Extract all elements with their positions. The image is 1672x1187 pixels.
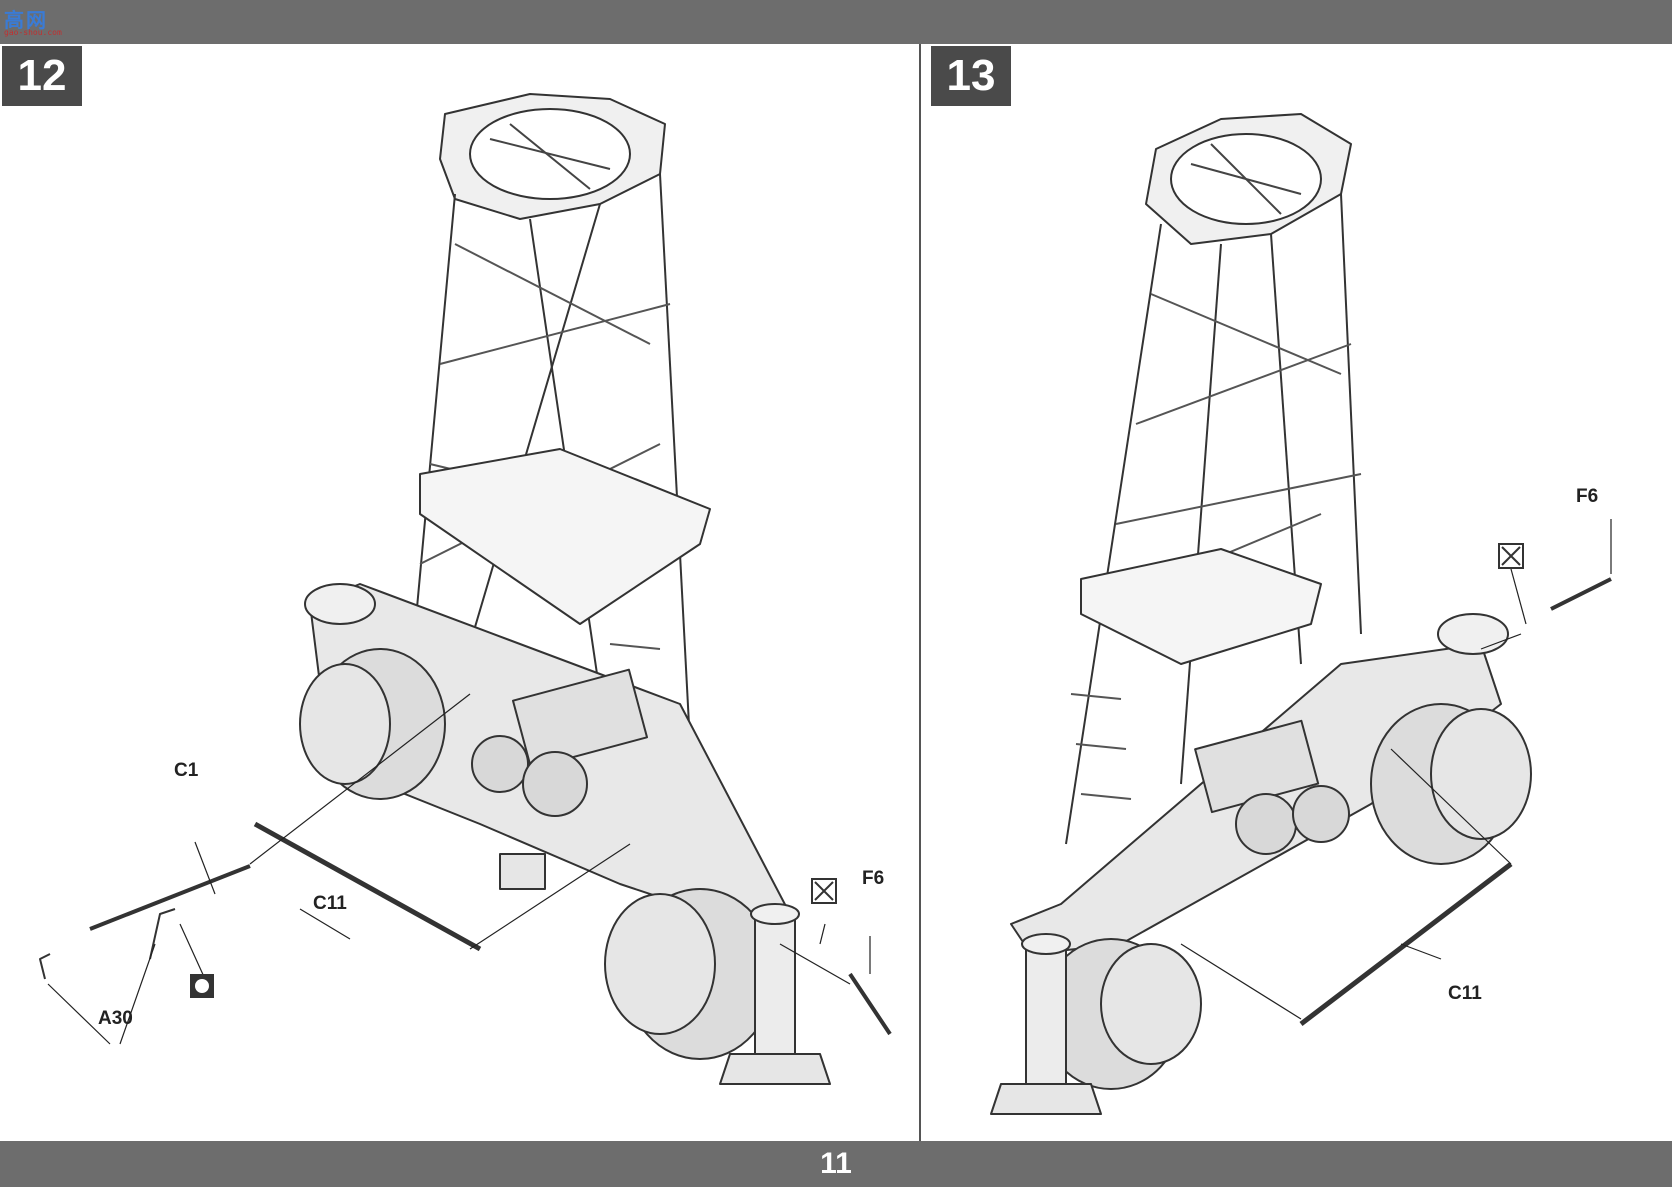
motor [499,853,546,890]
part-f6-pin [1550,577,1612,611]
tower-mid-frame [419,448,711,625]
panel-divider [919,44,921,1141]
jack-base-plate [990,1083,1102,1115]
bottom-band [0,1141,1672,1187]
glue-symbol [190,974,214,998]
tower-leg-4 [469,203,601,645]
step-12-panel: 12 [0,44,919,1141]
wheel-front-2 [1100,943,1202,1065]
logo-text: 高网 [4,10,48,32]
gear-wheel-2 [522,751,588,817]
page-number: 11 [820,1147,852,1180]
remove-part-symbol [1498,543,1524,569]
label-c11: C11 [313,893,347,914]
gear-wheel-2 [1292,785,1350,843]
part-c11-rod [1299,862,1513,1026]
remove-part-symbol [811,878,837,904]
step-number-badge: 12 [2,46,82,106]
gear-wheel [471,735,529,793]
top-band [0,0,1672,44]
label-f6: F6 [862,868,885,889]
tower-leg-2 [1180,243,1222,785]
part-a30-handle-2 [149,908,176,960]
part-f6-pin [848,972,892,1036]
tower-leg-1 [1065,223,1162,845]
gear-wheel [1235,793,1297,855]
label-a30: A30 [98,1008,133,1029]
label-c11: C11 [1448,983,1482,1004]
part-c11-rod [253,821,482,952]
jack-top [750,903,800,925]
part-a30-handle-1 [39,953,51,980]
wheel-rear-2 [299,663,391,785]
jack-column [1025,943,1067,1085]
gearbox [511,668,649,770]
label-c1: C1 [174,760,199,781]
tower-mid-frame [1080,548,1322,665]
wheel-front-2 [604,893,716,1035]
step-13-panel: 13 [921,44,1672,1141]
axle-cap-rear [304,583,376,625]
tower-leg-1 [409,193,456,685]
tower-leg-3 [1340,193,1362,635]
jack-column [754,913,796,1055]
site-logo: 高网 gao-shou.com [4,4,74,40]
label-f6: F6 [1576,486,1599,507]
part-c1-rod [89,864,251,931]
step-number-badge: 13 [931,46,1011,106]
tower-leg-3 [659,173,691,745]
jack-base-plate [719,1053,831,1085]
step-12-drawing [39,93,892,1085]
step-13-drawing [990,113,1612,1115]
wheel-rear-2 [1430,708,1532,840]
axle-cap-rear [1437,613,1509,655]
jack-top [1021,933,1071,955]
logo-url: gao-shou.com [4,28,62,37]
